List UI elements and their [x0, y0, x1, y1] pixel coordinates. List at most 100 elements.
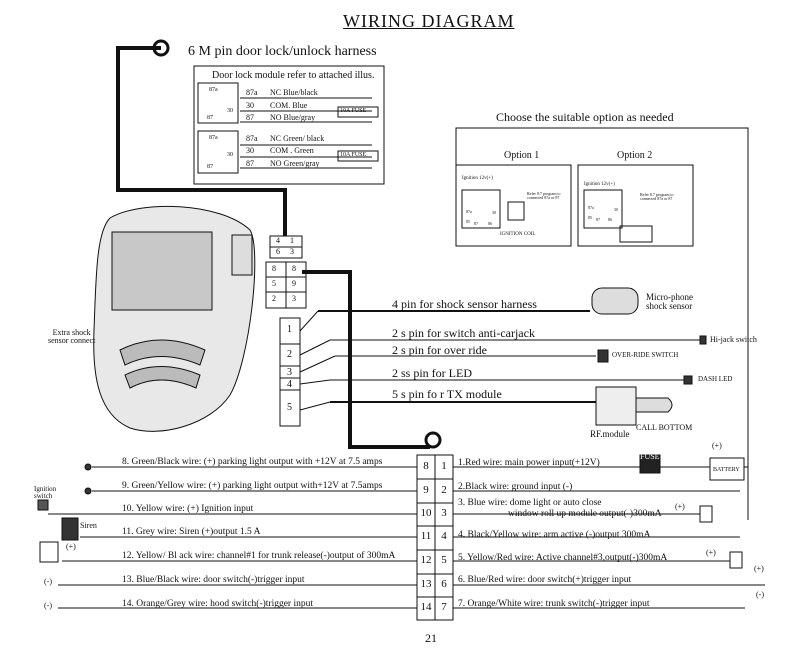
relay2-pin-2: 30 [246, 146, 254, 155]
fuse-label-2: 10A FUSE [340, 152, 367, 158]
option1-ign: Ignition 12v(+) [462, 176, 493, 181]
option2-pin-b: 30 [614, 207, 618, 212]
option2-pin-d: 85 [588, 215, 592, 220]
harness-line-3: 2 s pin for over ride [392, 343, 487, 357]
right-wire-label-2: 2.Black wire: ground input (-) [458, 482, 573, 492]
harness-title: 6 M pin door lock/unlock harness [188, 44, 377, 59]
relay1-label-3: NO Blue/gray [270, 113, 316, 122]
option1-note: Refer 8.7 program to connected 87a or 87 [527, 191, 561, 200]
harness-connector-icon [152, 39, 170, 57]
dash-led-icon [683, 375, 693, 385]
mid-connector-pin-3: 2 [272, 294, 276, 303]
relay-icon [699, 505, 713, 523]
left-wire-label-10: 10. Yellow wire: (+) Ignition input [122, 504, 254, 514]
ignition-label: Ignition switch [34, 485, 57, 500]
dash-led-label: DASH LED [698, 375, 733, 383]
main-pin-right-2: 2 [441, 484, 447, 496]
left-wire-label-12: 12. Yellow/ Bl ack wire: channel#1 for t… [122, 551, 396, 561]
relay2-label-3: NO Green/gray [270, 159, 320, 168]
option1-title: Option 1 [504, 150, 540, 161]
minus-7: (-) [756, 590, 764, 599]
starter-icon [619, 225, 653, 243]
main-connector-ring-icon [424, 431, 442, 449]
relay1-label-2: COM. Blue [270, 101, 308, 110]
mid-connector-pin-4: 8 [292, 264, 296, 273]
left-block-pin-4: 4 [287, 379, 292, 390]
door-lock-box [193, 65, 385, 185]
main-pin-right-7: 7 [441, 601, 447, 613]
option2-pin-e: 86 [608, 217, 612, 222]
main-pin-left-3: 10 [420, 507, 432, 519]
right-wire-label-3: 3. Blue wire: dome light or auto close [458, 498, 602, 508]
mid-connector-pin-1: 8 [272, 264, 276, 273]
relay1-pin-a: 87a [209, 87, 218, 93]
relay1-pin-c: 87 [207, 115, 213, 121]
main-pin-right-5: 5 [441, 554, 447, 566]
relay2-pin-3: 87 [246, 159, 254, 168]
left-block-pin-3: 3 [287, 367, 292, 378]
option1-coil: IGNITION COIL [500, 232, 536, 237]
option2-pin-a: 87a [588, 205, 594, 210]
right-wire-label-1: 1.Red wire: main power input(+12V) [458, 458, 600, 468]
fuse-label: 15A FUSE [640, 444, 660, 461]
relay-2-icon [197, 130, 239, 174]
left-wire-label-9: 9. Green/Yellow wire: (+) parking light … [122, 481, 383, 491]
relay1-pin-1: 87a [246, 88, 258, 97]
harness-line-5: 5 s pin fo r TX module [392, 387, 502, 401]
plus-6: (+) [754, 564, 764, 573]
relay2-label-2: COM . Green [270, 146, 314, 155]
relay2-pin-b: 30 [227, 152, 233, 158]
main-pin-left-5: 12 [420, 554, 432, 566]
options-heading: Choose the suitable option as needed [496, 110, 674, 124]
battery-label: BATTERY [713, 467, 740, 473]
option1-pin-d: 85 [466, 219, 470, 224]
left-wire-label-13: 13. Blue/Black wire: door switch(-)trigg… [122, 575, 305, 585]
option2-pin-c: 87 [596, 217, 600, 222]
main-pin-left-4: 11 [420, 530, 432, 542]
relay1-pin-3: 87 [246, 113, 254, 122]
door-lock-note: Door lock module refer to attached illus… [212, 70, 375, 81]
right-wire-label-7: 7. Orange/White wire: trunk switch(-)tri… [458, 599, 650, 609]
main-pin-right-3: 3 [441, 507, 447, 519]
option2-box [577, 164, 694, 247]
relay1-pin-2: 30 [246, 101, 254, 110]
option2-ign: Ignition 12v(+) [584, 182, 615, 187]
relay-icon-2 [729, 551, 743, 569]
option1-pin-e: 86 [488, 221, 492, 226]
page-title: WIRING DIAGRAM [343, 11, 515, 31]
hijack-switch-icon [699, 335, 707, 345]
mid-connector-pin-6: 3 [292, 294, 296, 303]
rf-module-icon [595, 386, 637, 426]
left-block-pin-5: 5 [287, 402, 292, 413]
main-pin-left-7: 14 [420, 601, 432, 613]
battery-plus: (+) [712, 441, 722, 450]
battery-icon [709, 457, 745, 481]
option1-pin-a: 87a [466, 209, 472, 214]
siren-label: Siren [80, 521, 97, 530]
harness-line-1: 4 pin for shock sensor harness [392, 297, 537, 311]
right-wire-label-6: 6. Blue/Red wire: door switch(+)trigger … [458, 575, 632, 585]
override-label: OVER-RIDE SWITCH [612, 351, 679, 359]
top-connector-pin-4: 3 [290, 247, 294, 256]
option1-box [455, 164, 572, 247]
relay1-pin-b: 30 [227, 108, 233, 114]
ignition-coil-icon [507, 201, 525, 221]
relay2-pin-c: 87 [207, 164, 213, 170]
left-block-pin-1: 1 [287, 324, 292, 335]
relay-plus-1: (+) [675, 502, 685, 511]
hijack-label: Hi-jack switch [710, 335, 757, 344]
fuse-label-1: 10A FUSE [340, 108, 367, 114]
trunk-relay-plus: (+) [66, 542, 76, 551]
relay-plus-2: (+) [706, 548, 716, 557]
extra-shock-label: Extra shock sensor connect [48, 328, 96, 345]
main-pin-left-2: 9 [423, 484, 429, 496]
override-switch-icon [597, 349, 609, 363]
parking-light-icon-2 [84, 487, 92, 495]
minus-13: (-) [44, 577, 52, 586]
relay1-label-1: NC Blue/black [270, 88, 318, 97]
harness-line-2: 2 s pin for switch anti-carjack [392, 326, 535, 340]
relay2-pin-a: 87a [209, 135, 218, 141]
left-wire-label-14: 14. Orange/Grey wire: hood switch(-)trig… [122, 599, 314, 609]
top-connector-pin-3: 6 [276, 247, 280, 256]
